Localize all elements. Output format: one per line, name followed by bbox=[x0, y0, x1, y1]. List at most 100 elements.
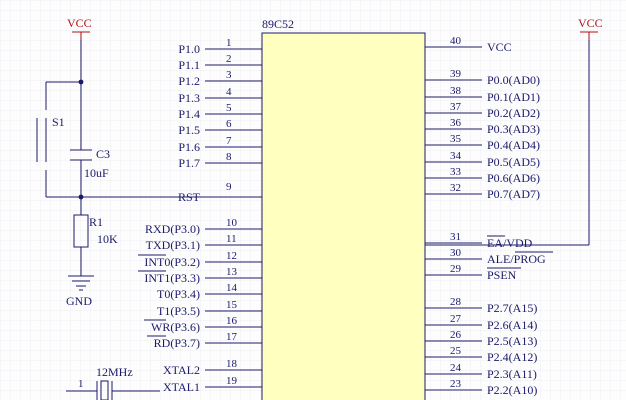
pin-number: 37 bbox=[450, 101, 462, 113]
crystal-body[interactable] bbox=[100, 380, 109, 400]
pin-number: 34 bbox=[450, 150, 462, 162]
pin-number: 29 bbox=[450, 263, 462, 275]
pin-12-int0-p3-2[interactable]: 12 INT0(P3.2) bbox=[138, 250, 262, 269]
pin-number: 2 bbox=[226, 53, 232, 65]
pin-25-p2-4-a12[interactable]: 25 P2.4(A12) bbox=[425, 345, 537, 364]
pin-name: WR(P3.6) bbox=[151, 320, 200, 334]
pin-number: 38 bbox=[450, 85, 462, 97]
pin-name: P0.5(AD5) bbox=[487, 155, 540, 169]
pin-32-p0-7-ad7[interactable]: 32 P0.7(AD7) bbox=[425, 182, 540, 201]
pin-name: P2.2(A10) bbox=[487, 383, 537, 397]
capacitor-c3-value: 10uF bbox=[84, 166, 109, 180]
pin-name: EA/VDD bbox=[487, 236, 533, 250]
ground-label: GND bbox=[66, 294, 92, 308]
pin-name: P2.5(A13) bbox=[487, 334, 537, 348]
pin-name: INT0(P3.2) bbox=[144, 255, 200, 269]
pin-name: P1.4 bbox=[178, 107, 200, 121]
pin-number: 5 bbox=[226, 102, 232, 114]
pin-33-p0-6-ad6[interactable]: 33 P0.6(AD6) bbox=[425, 166, 540, 185]
pin-name: P1.5 bbox=[178, 123, 200, 137]
vcc-left-label: VCC bbox=[67, 16, 92, 30]
pin-name: P1.2 bbox=[178, 74, 200, 88]
pin-number: 25 bbox=[450, 345, 462, 357]
pin-6-p1-5[interactable]: 6P1.5 bbox=[178, 118, 262, 137]
pin-4-p1-3[interactable]: 4 P1.3 bbox=[178, 86, 262, 105]
pin-name: INT1(P3.3) bbox=[144, 271, 200, 285]
pin-number: 12 bbox=[226, 250, 237, 262]
pin-name: P1.3 bbox=[178, 91, 200, 105]
crystal-value: 12MHz bbox=[96, 365, 133, 379]
pin-40-vcc[interactable]: 40 VCC bbox=[425, 35, 512, 54]
pin-8-p1-7[interactable]: 8P1.7 bbox=[178, 151, 262, 170]
pin-35-p0-4-ad4[interactable]: 35 P0.4(AD4) bbox=[425, 133, 540, 152]
pin-1-p1-0[interactable]: 1 P1.0 bbox=[178, 37, 262, 56]
pin-number: 23 bbox=[450, 378, 462, 390]
vcc-left-symbol: VCC bbox=[67, 16, 92, 40]
pin-name: XTAL1 bbox=[163, 380, 200, 394]
pin-name: VCC bbox=[487, 40, 512, 54]
pin-number: 11 bbox=[226, 233, 237, 245]
pin-number: 4 bbox=[226, 86, 232, 98]
pin-number: 17 bbox=[226, 331, 238, 343]
pin-7-p1-6[interactable]: 7P1.6 bbox=[178, 135, 262, 154]
pin-3-p1-2[interactable]: 3P1.2 bbox=[178, 69, 262, 88]
pin-name: P2.3(A11) bbox=[487, 367, 537, 381]
pin-name: P0.6(AD6) bbox=[487, 171, 540, 185]
switch-s1-label: S1 bbox=[52, 115, 65, 129]
pin-name: P1.0 bbox=[178, 42, 200, 56]
pin-23-p2-2-a10[interactable]: 23 P2.2(A10) bbox=[425, 378, 537, 397]
pin-number: 40 bbox=[450, 35, 462, 47]
pin-number: 10 bbox=[226, 217, 238, 229]
pin-number: 28 bbox=[450, 296, 462, 308]
pin-name: P1.7 bbox=[178, 156, 200, 170]
pin-number: 18 bbox=[226, 358, 238, 370]
pin-number: 32 bbox=[450, 182, 461, 194]
pin-name: P0.7(AD7) bbox=[487, 187, 540, 201]
pin-number: 36 bbox=[450, 117, 462, 129]
pin-name: P2.4(A12) bbox=[487, 350, 537, 364]
pin-27-p2-6-a14[interactable]: 27 P2.6(A14) bbox=[425, 313, 537, 332]
pin-5-p1-4[interactable]: 5 P1.4 bbox=[178, 102, 262, 121]
pin-34-p0-5-ad5[interactable]: 34 P0.5(AD5) bbox=[425, 150, 540, 169]
pin-number: 9 bbox=[226, 181, 232, 193]
pin-number: 27 bbox=[450, 313, 462, 325]
pin-number: 1 bbox=[226, 37, 232, 49]
pin-number: 33 bbox=[450, 166, 462, 178]
chip-body[interactable] bbox=[261, 32, 426, 400]
capacitor-c3-label: C3 bbox=[96, 147, 110, 161]
pin-name: P2.7(A15) bbox=[487, 301, 537, 315]
pin-name: XTAL2 bbox=[163, 363, 200, 377]
chip-name: 89C52 bbox=[262, 17, 294, 31]
pin-2-p1-1[interactable]: 2P1.1 bbox=[178, 53, 262, 72]
reset-circuit: S1 C3 10uF R1 10K GND bbox=[36, 40, 262, 308]
pin-name: P2.6(A14) bbox=[487, 318, 537, 332]
pin-16-wr-p3-6[interactable]: 16 WR(P3.6) bbox=[144, 315, 262, 334]
pin-number: 16 bbox=[226, 315, 238, 327]
pin-name: TXD(P3.1) bbox=[146, 238, 200, 252]
pin-name: ALE/PROG bbox=[487, 252, 546, 266]
pin-11-txd-p3-1[interactable]: 11 TXD(P3.1) bbox=[146, 233, 262, 252]
pin-name: P0.4(AD4) bbox=[487, 138, 540, 152]
pin-28-p2-7-a15[interactable]: 28 P2.7(A15) bbox=[425, 296, 537, 315]
pin-number: 35 bbox=[450, 133, 462, 145]
pin-26-p2-5-a13[interactable]: 26 P2.5(A13) bbox=[425, 329, 537, 348]
pin-name: T0(P3.4) bbox=[157, 287, 200, 301]
vcc-right-label: VCC bbox=[578, 16, 603, 30]
pin-18-xtal2[interactable]: 18 XTAL2 bbox=[163, 358, 262, 377]
pin-number: 26 bbox=[450, 329, 462, 341]
